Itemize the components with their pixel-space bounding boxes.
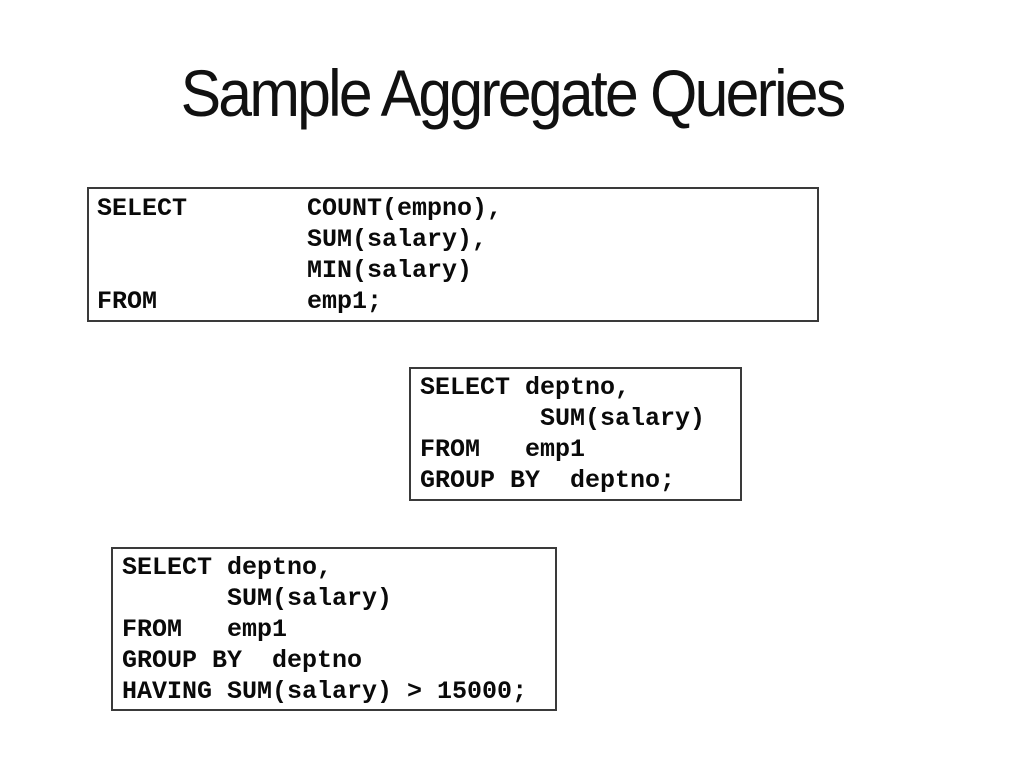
slide-title: Sample Aggregate Queries: [180, 56, 847, 130]
sql-code-aggregate-functions: SELECT COUNT(empno), SUM(salary), MIN(sa…: [97, 194, 503, 316]
code-box-aggregate-functions: SELECT COUNT(empno), SUM(salary), MIN(sa…: [87, 187, 819, 322]
sql-code-having: SELECT deptno, SUM(salary) FROM emp1 GRO…: [122, 553, 528, 706]
code-box-having: SELECT deptno, SUM(salary) FROM emp1 GRO…: [111, 547, 557, 711]
sql-code-group-by: SELECT deptno, SUM(salary) FROM emp1 GRO…: [420, 373, 706, 495]
code-box-group-by: SELECT deptno, SUM(salary) FROM emp1 GRO…: [409, 367, 742, 501]
